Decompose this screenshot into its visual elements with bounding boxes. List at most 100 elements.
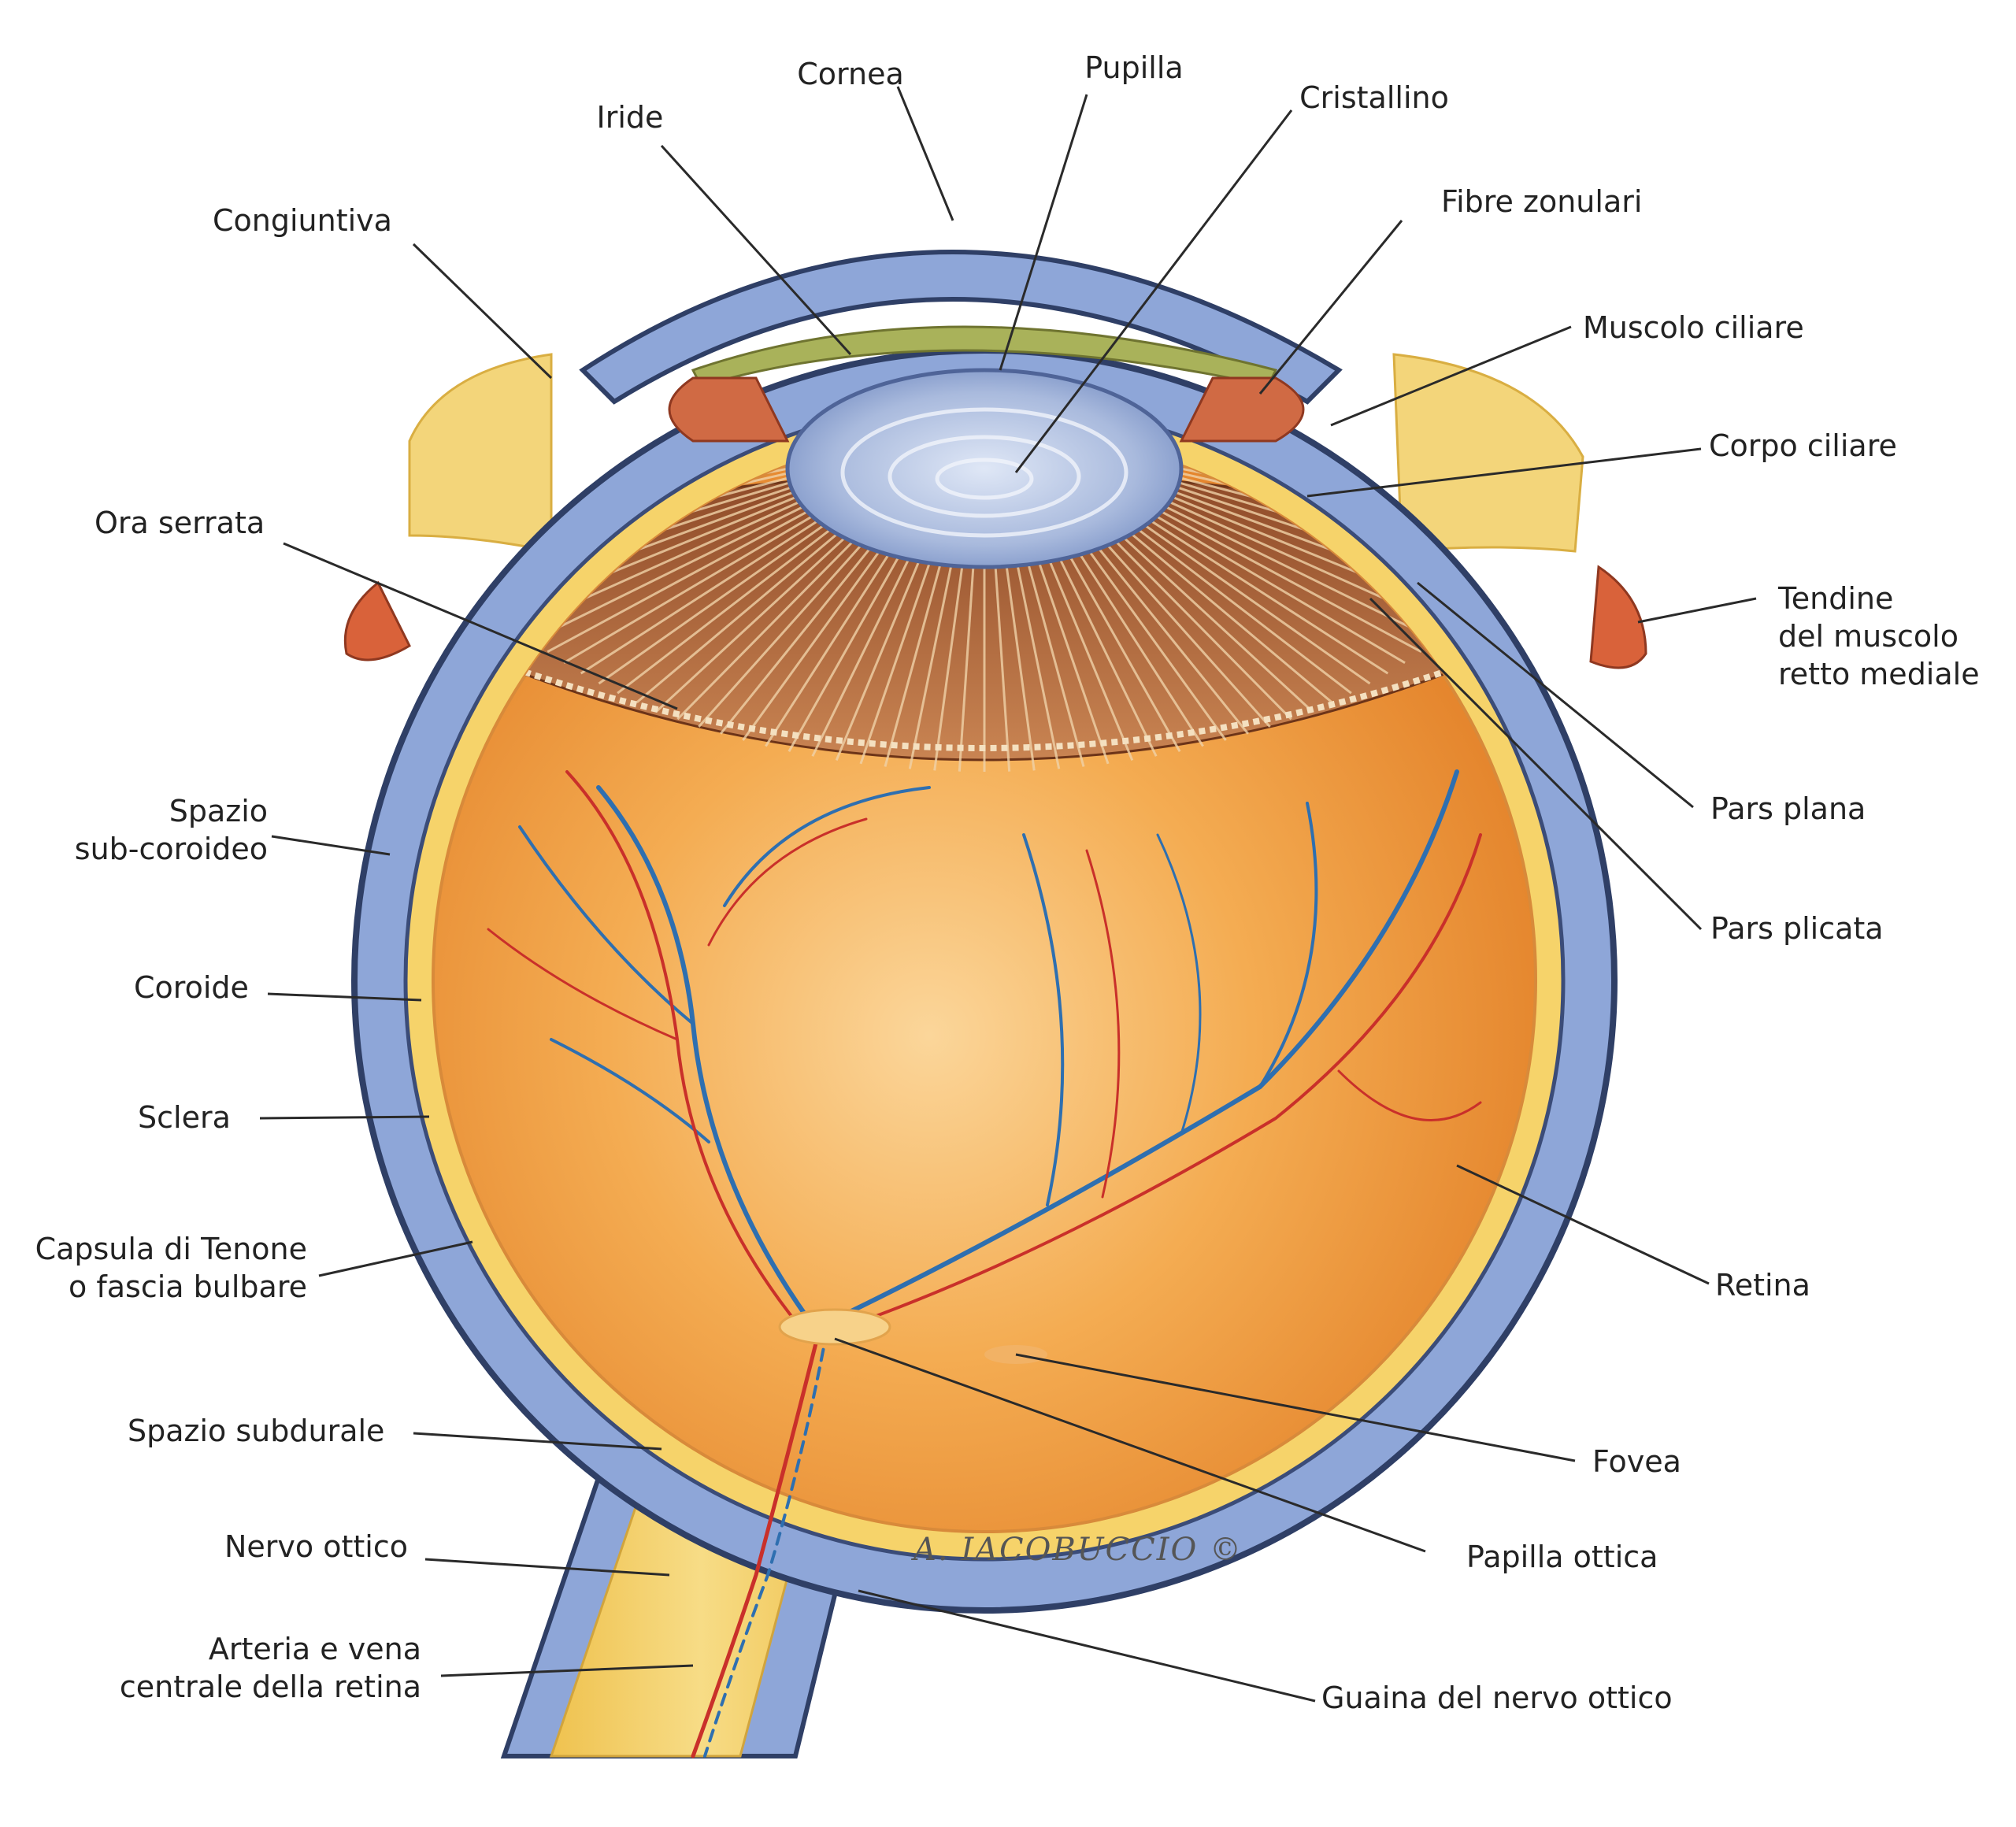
ciliary-ray: [1122, 509, 1371, 685]
ciliary-ray: [1109, 514, 1333, 704]
ciliary-ray: [765, 527, 907, 747]
ciliary-ray: [1078, 524, 1250, 735]
ciliary-ray: [1141, 500, 1422, 654]
ciliary-ray: [1036, 532, 1134, 762]
label-papilla-ottica: Papilla ottica: [1466, 1540, 1658, 1574]
ciliary-ray: [1086, 521, 1271, 728]
artery-right-branch2: [1337, 1069, 1482, 1121]
ciliary-ray: [991, 535, 1011, 772]
cornea: [579, 250, 1343, 405]
label-cornea: Cornea: [797, 57, 904, 91]
label-retina: Retina: [1715, 1268, 1810, 1303]
central-retinal-vein: [703, 1329, 828, 1758]
ciliary-ray: [698, 521, 883, 728]
label-arteria-line1: Arteria e vena: [208, 1632, 421, 1666]
label-tendine-line2: del muscolo: [1778, 619, 1959, 654]
label-spazio-sub-coroideo: Spazio sub-coroideo: [55, 792, 268, 868]
vein-right-branch2: [1258, 802, 1318, 1088]
label-sclera: Sclera: [138, 1100, 231, 1135]
artery-upper: [707, 817, 868, 947]
ciliary-ray: [742, 525, 899, 741]
vein-right-branch: [1022, 833, 1065, 1206]
ciliary-muscle-right: [1179, 376, 1305, 443]
ciliary-ray: [1136, 503, 1406, 664]
lens-rings: [840, 407, 1128, 538]
rectus-tendon-left: [343, 580, 411, 662]
label-coroide: Coroide: [134, 970, 249, 1005]
ciliary-ray: [563, 503, 833, 664]
optic-disc: [778, 1308, 891, 1346]
ciliary-ray: [811, 530, 924, 757]
ciliary-ray: [636, 514, 860, 704]
artist-signature: A. IACOBUCCIO ©: [914, 1532, 1243, 1568]
ciliary-ray: [933, 535, 968, 771]
vein-upper: [723, 786, 931, 907]
ciliary-ray: [1094, 519, 1292, 721]
ciliary-ray: [676, 519, 875, 721]
artery-left-branch: [487, 928, 679, 1041]
artery-main-right: [833, 833, 1482, 1332]
label-pupilla: Pupilla: [1084, 50, 1184, 85]
retinal-vessels: [487, 769, 1482, 1758]
label-corpo-ciliare: Corpo ciliare: [1709, 428, 1897, 463]
label-tendine-line1: Tendine: [1778, 581, 1894, 616]
label-pars-plicata: Pars plicata: [1710, 911, 1884, 946]
ciliary-ray: [719, 524, 891, 735]
vein-right-branch3: [1156, 833, 1202, 1136]
ciliary-ray: [835, 532, 932, 762]
ciliary-ray: [531, 497, 822, 642]
ciliary-ray: [1010, 534, 1061, 769]
label-iride: Iride: [596, 100, 664, 135]
ciliary-muscle-left: [668, 376, 790, 443]
label-tendine-line3: retto mediale: [1778, 657, 1980, 691]
label-pars-plana: Pars plana: [1710, 791, 1866, 826]
orbital-fat: [408, 353, 553, 553]
label-capsula-tenone: Capsula di Tenone o fascia bulbare: [8, 1230, 307, 1306]
ciliary-ray: [1028, 532, 1110, 765]
label-spazio-sub-line2: sub-coroideo: [74, 832, 268, 866]
label-guaina: Guaina del nervo ottico: [1321, 1681, 1673, 1715]
label-ora-serrata: Ora serrata: [94, 506, 265, 540]
rectus-tendon: [1589, 565, 1647, 669]
ciliary-ray: [1045, 530, 1158, 757]
ciliary-ray: [598, 509, 847, 685]
ciliary-ray: [1062, 527, 1204, 747]
ciliary-ray: [547, 500, 828, 654]
label-nervo-ottico: Nervo ottico: [224, 1529, 408, 1564]
label-spazio-sub-line1: Spazio: [169, 794, 268, 828]
label-muscolo-ciliare: Muscolo ciliare: [1583, 310, 1804, 345]
ciliary-ray: [1129, 506, 1389, 675]
ciliary-ray: [580, 506, 839, 675]
leader-lines: [259, 86, 1757, 1703]
label-tendine: Tendine del muscolo retto mediale: [1778, 580, 1980, 693]
label-capsula-line2: o fascia bulbare: [69, 1269, 307, 1304]
central-retinal-artery: [691, 1329, 821, 1758]
label-arteria-vena: Arteria e vena centrale della retina: [87, 1630, 421, 1706]
artery-right-branch: [1085, 849, 1121, 1199]
ciliary-ray: [1054, 528, 1181, 753]
ciliary-ray: [656, 517, 867, 712]
ciliary-ray: [1070, 525, 1227, 741]
label-fovea: Fovea: [1592, 1444, 1681, 1479]
label-arteria-line2: centrale della retina: [119, 1670, 421, 1704]
ciliary-ray: [1102, 517, 1313, 712]
vein-left-branch: [518, 825, 695, 1025]
label-cristallino: Cristallino: [1299, 80, 1449, 115]
ciliary-ray: [617, 512, 853, 695]
ciliary-ray: [958, 535, 977, 772]
vein-left-branch2: [550, 1038, 710, 1143]
orbital-fat-right: [1392, 353, 1584, 553]
vein-main-right: [825, 769, 1459, 1325]
label-spazio-subdurale: Spazio subdurale: [128, 1414, 385, 1448]
ciliary-ray: [1019, 533, 1085, 767]
ora-serrata: [471, 650, 1498, 751]
ciliary-ray: [908, 534, 959, 769]
ciliary-ray: [1116, 512, 1352, 695]
ciliary-ray: [884, 533, 950, 767]
label-congiuntiva: Congiuntiva: [213, 203, 392, 238]
ciliary-ray: [788, 528, 915, 753]
label-capsula-line1: Capsula di Tenone: [35, 1232, 307, 1266]
ciliary-ray: [859, 532, 941, 765]
label-fibre-zonulari: Fibre zonulari: [1441, 184, 1643, 219]
